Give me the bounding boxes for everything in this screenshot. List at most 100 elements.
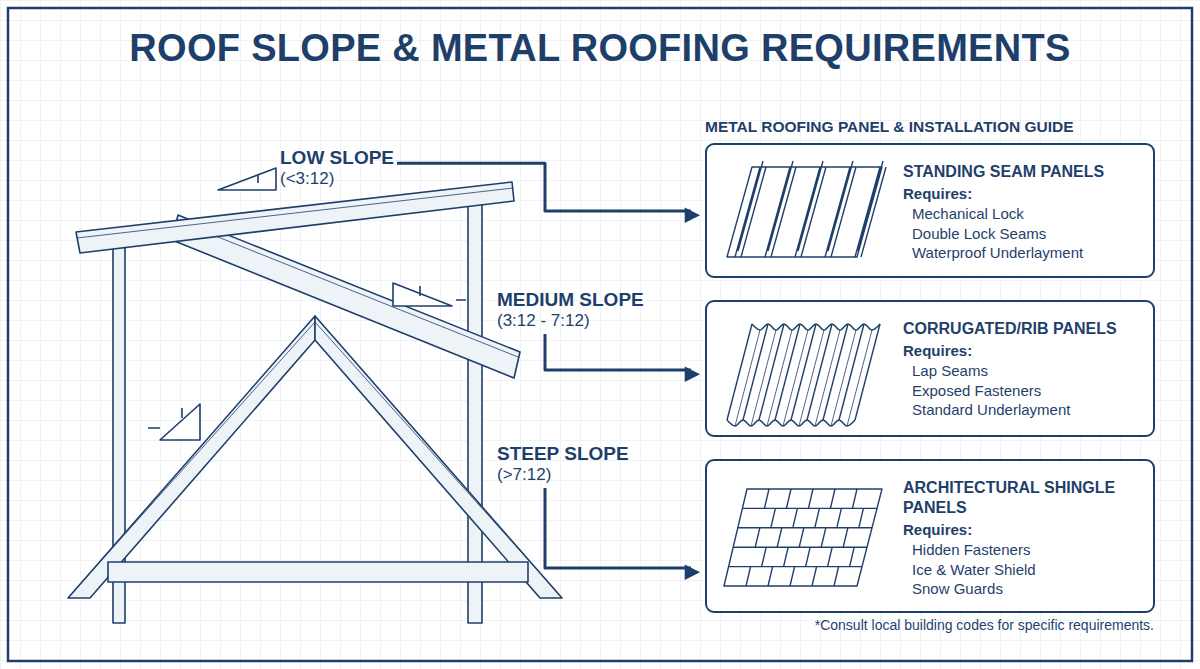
corrugation-line <box>727 324 752 420</box>
shingle-joint <box>755 528 760 547</box>
panel-title: ARCHITECTURAL SHINGLE PANELS <box>903 478 1143 518</box>
seam-rib <box>855 161 886 257</box>
requires-heading: Requires: <box>903 184 1143 204</box>
low-slope-beam <box>76 182 514 253</box>
requirement-item: Double Lock Seams <box>912 224 1143 244</box>
shingle-panel-drawing <box>724 489 882 586</box>
connector-arrow <box>397 163 691 211</box>
shingle-joint <box>837 508 842 527</box>
shingle-course <box>742 508 877 509</box>
footnote: *Consult local building codes for specif… <box>815 617 1154 633</box>
corrugation-line <box>759 324 784 420</box>
shingle-joint <box>812 567 817 586</box>
slope-category: MEDIUM SLOPE(3:12 - 7:12) <box>497 288 644 331</box>
shingle-joint <box>859 508 864 527</box>
panel-box: CORRUGATED/RIB PANELSRequires:Lap SeamsE… <box>705 300 1155 437</box>
medium-slope-beam <box>172 215 520 378</box>
shingle-joint <box>834 567 839 586</box>
corrugation-line <box>847 330 872 426</box>
shingle-joint <box>784 547 789 566</box>
slope-name: LOW SLOPE <box>280 146 394 169</box>
shingle-joint <box>808 489 813 508</box>
shingle-joint <box>852 489 857 508</box>
slope-category: LOW SLOPE(<3:12) <box>280 146 394 189</box>
shingle-course <box>738 527 872 528</box>
shingle-joint <box>830 489 835 508</box>
panel-box: STANDING SEAM PANELSRequires:Mechanical … <box>705 143 1155 278</box>
corrugation-line <box>775 324 800 420</box>
slope-category: STEEP SLOPE(>7:12) <box>497 442 629 485</box>
shingle-joint <box>843 528 848 547</box>
corrugation-edge <box>727 420 855 426</box>
shingle-joint <box>850 547 855 566</box>
corrugation-line <box>823 324 848 420</box>
shingle-joint <box>768 567 773 586</box>
shingle-joint <box>799 528 804 547</box>
corrugation-line <box>839 324 864 420</box>
panel-title: STANDING SEAM PANELS <box>903 162 1143 182</box>
requirement-item: Standard Underlayment <box>912 400 1143 420</box>
panel-icon <box>707 302 907 452</box>
requirement-item: Lap Seams <box>912 361 1143 381</box>
slope-ratio: (3:12 - 7:12) <box>497 311 644 331</box>
corrugation-line <box>783 330 808 426</box>
connector-arrow <box>545 488 691 568</box>
corrugation-line <box>799 330 824 426</box>
requirement-item: Waterproof Underlayment <box>912 243 1143 263</box>
shingle-joint <box>790 567 795 586</box>
requirement-item: Mechanical Lock <box>912 204 1143 224</box>
shingle-joint <box>762 547 767 566</box>
requirement-item: Hidden Fasteners <box>912 540 1143 560</box>
corrugation-line <box>767 330 792 426</box>
corrugation-line <box>743 324 768 420</box>
requirement-item: Exposed Fasteners <box>912 381 1143 401</box>
tie-beam <box>108 562 528 582</box>
roof-illustration <box>68 168 562 623</box>
shingle-joint <box>815 508 820 527</box>
seam-rib <box>765 161 796 257</box>
corrugation-line <box>855 324 880 420</box>
shingle-joint <box>764 489 769 508</box>
slope-name: MEDIUM SLOPE <box>497 288 644 311</box>
shingle-joint <box>793 508 798 527</box>
corr-panel-drawing <box>727 324 880 426</box>
slope-symbol <box>218 168 276 190</box>
beam-surface-line <box>178 221 518 357</box>
panel-outline <box>724 489 882 586</box>
section-heading: METAL ROOFING PANEL & INSTALLATION GUIDE <box>705 118 1074 136</box>
slope-ratio: (>7:12) <box>497 465 629 485</box>
shingle-joint <box>821 528 826 547</box>
slope-symbol <box>393 283 466 306</box>
seam-rib <box>825 161 856 257</box>
right-post <box>468 198 482 623</box>
seam-panel-drawing <box>727 161 886 257</box>
shingle-joint <box>771 508 776 527</box>
corrugation-line <box>831 330 856 426</box>
requirement-item: Snow Guards <box>912 579 1143 599</box>
corrugation-line <box>807 324 832 420</box>
panel-icon <box>707 461 907 611</box>
slope-symbol <box>148 404 200 440</box>
corrugation-line <box>735 330 760 426</box>
shingle-joint <box>828 547 833 566</box>
corrugation-line <box>791 324 816 420</box>
panel-box: ARCHITECTURAL SHINGLE PANELSRequires:Hid… <box>705 459 1155 613</box>
requires-heading: Requires: <box>903 341 1143 361</box>
corrugation-line <box>751 330 776 426</box>
frame <box>8 8 1192 661</box>
seam-rib <box>795 161 826 257</box>
slope-name: STEEP SLOPE <box>497 442 629 465</box>
corrugation-line <box>815 330 840 426</box>
shingle-joint <box>777 528 782 547</box>
connector-arrow <box>545 334 691 370</box>
slope-ratio: (<3:12) <box>280 169 394 189</box>
shingle-joint <box>786 489 791 508</box>
shingle-course <box>729 566 862 567</box>
requirement-item: Ice & Water Shield <box>912 560 1143 580</box>
diagram-title: ROOF SLOPE & METAL ROOFING REQUIREMENTS <box>0 27 1200 70</box>
beam-surface-line <box>77 188 513 238</box>
panel-icon <box>707 145 907 295</box>
